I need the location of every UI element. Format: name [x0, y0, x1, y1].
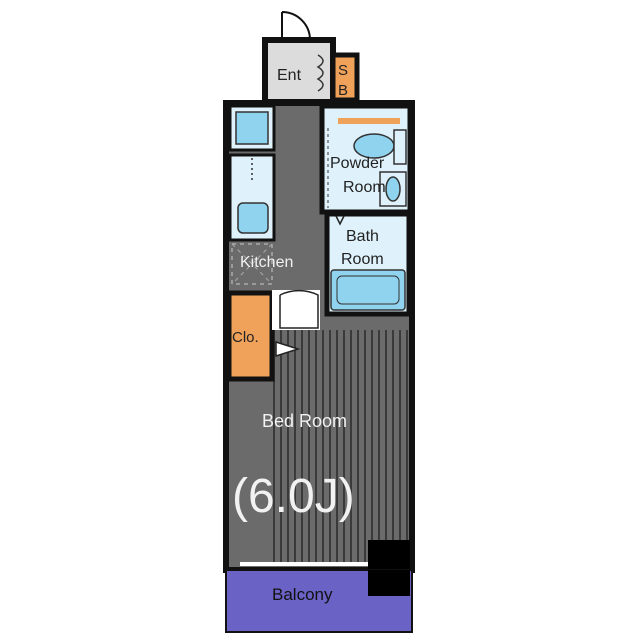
bedroom-label: Bed Room	[262, 411, 347, 431]
fridge-icon	[235, 111, 269, 145]
balcony-label: Balcony	[272, 585, 333, 604]
closet: Clo.	[226, 290, 301, 382]
bath-room: Bath Room	[324, 211, 412, 317]
shoe-box-label-1: S	[338, 62, 348, 79]
shoe-box-label-2: B	[338, 82, 348, 99]
bath-label-2: Room	[341, 251, 384, 268]
bedroom-size: (6.0J)	[232, 470, 355, 523]
kitchen: Kitchen	[228, 104, 293, 285]
kitchen-label: Kitchen	[240, 254, 293, 271]
bath-label-1: Bath	[346, 228, 379, 245]
closet-label: Clo.	[232, 329, 259, 346]
closet-door-icon	[275, 340, 301, 358]
entrance: Ent	[262, 11, 336, 105]
shoe-box: S B	[330, 52, 360, 103]
stove-icon	[231, 243, 273, 285]
balcony: Balcony	[225, 569, 413, 633]
sink-icon	[237, 202, 269, 234]
powder-room: Powder Room	[319, 103, 413, 215]
entrance-door-icon	[281, 11, 311, 41]
entrance-label: Ent	[277, 67, 302, 84]
window	[240, 562, 370, 566]
washbasin-icon	[385, 176, 401, 202]
powder-label-2: Room	[343, 179, 386, 196]
powder-label-1: Powder	[330, 155, 385, 172]
step-icon	[316, 54, 324, 92]
bedroom-door-icon	[272, 289, 320, 330]
bedroom-floor	[272, 330, 408, 565]
